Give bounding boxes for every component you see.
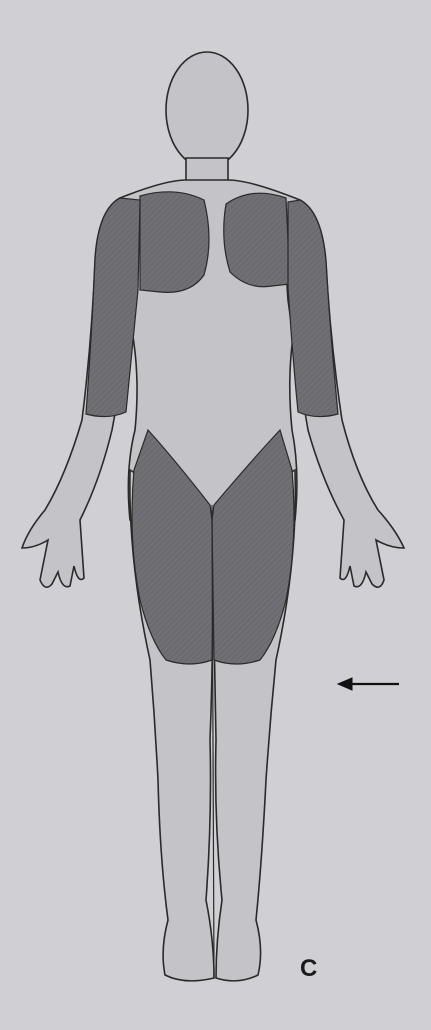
- right-shoulder: [224, 193, 290, 287]
- panel-label: C: [300, 955, 317, 983]
- left-shoulder: [140, 192, 209, 293]
- head: [166, 52, 248, 168]
